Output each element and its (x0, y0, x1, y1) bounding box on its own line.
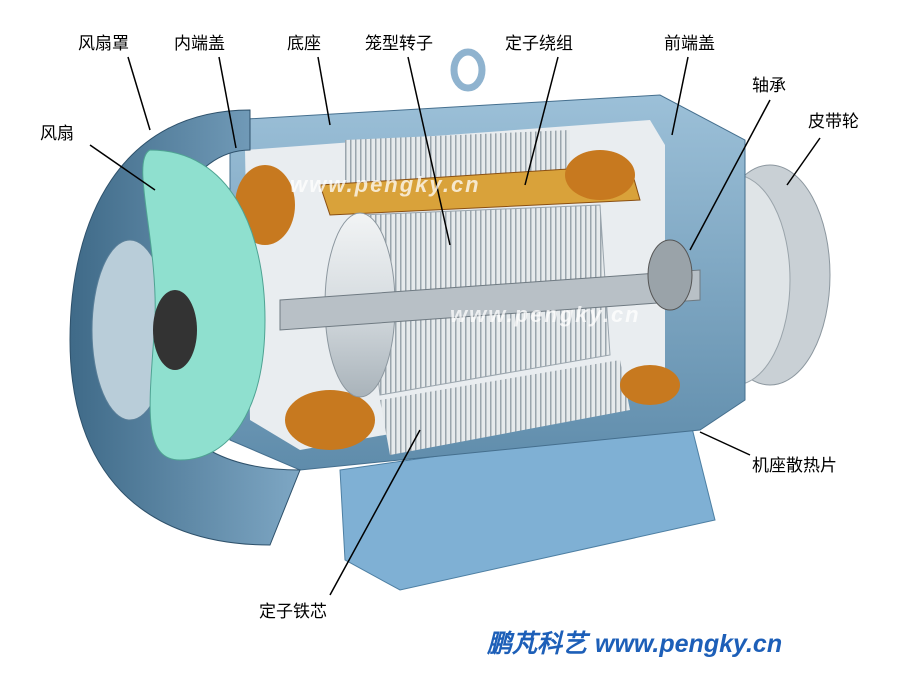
watermark: www.pengky.cn (450, 302, 641, 327)
bearing (647, 239, 693, 311)
label-fan: 风扇 (40, 124, 74, 144)
footer-brand: 鹏芃科艺 (487, 629, 588, 658)
leader-bearing (689, 99, 771, 251)
label-base: 底座 (287, 34, 321, 54)
fan (142, 149, 266, 461)
label-pulley: 皮带轮 (808, 112, 859, 132)
leader-stator-core (329, 429, 421, 596)
label-fan-cover: 风扇罩 (78, 34, 129, 54)
label-frame-cooling-fins: 机座散热片 (752, 456, 837, 476)
leader-fan-cover (127, 56, 151, 131)
leader-front-end-cover (671, 56, 689, 136)
label-stator-winding: 定子绕组 (505, 34, 573, 54)
leader-inner-end-cover (218, 56, 237, 149)
leader-rotor (407, 56, 451, 246)
leader-pulley (786, 137, 821, 186)
leader-cooling-fins (699, 431, 751, 456)
watermark: www.pengky.cn (290, 172, 481, 197)
leader-stator-winding (524, 56, 559, 186)
leader-lines (89, 56, 821, 596)
leader-base (317, 56, 331, 126)
label-stator-core: 定子铁芯 (259, 602, 327, 622)
lifting-eye-bolt (450, 48, 486, 92)
footer-url: www.pengky.cn (595, 630, 783, 658)
label-bearing: 轴承 (752, 76, 786, 96)
stator-core-bottom (380, 360, 630, 455)
label-squirrel-cage-rotor: 笼型转子 (365, 34, 433, 54)
label-front-end-cover: 前端盖 (664, 34, 715, 54)
stator-winding (319, 164, 641, 216)
label-inner-end-cover: 内端盖 (174, 34, 225, 54)
shaft (279, 269, 701, 331)
leader-fan (89, 144, 156, 191)
